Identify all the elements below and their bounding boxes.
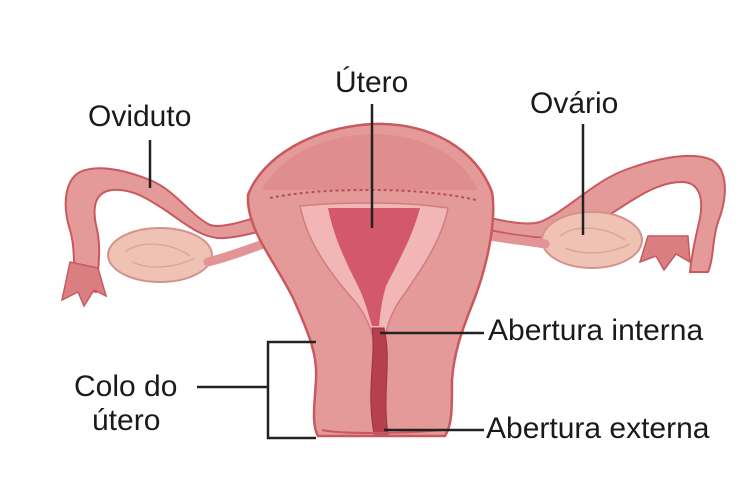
label-utero: Útero [335, 66, 408, 100]
left-fimbriae [62, 262, 106, 306]
colo-bracket [268, 342, 316, 438]
label-ovario: Ovário [530, 87, 618, 121]
label-abertura-externa: Abertura externa [486, 412, 709, 446]
label-oviduto: Oviduto [88, 100, 191, 134]
left-ovary [108, 228, 212, 282]
right-ovary [542, 212, 642, 268]
right-fimbriae [640, 236, 690, 270]
label-abertura-interna: Abertura interna [488, 314, 703, 348]
label-colo-line1: Colo do [74, 370, 177, 404]
cervical-canal [371, 328, 388, 434]
label-colo-line2: útero [92, 404, 160, 438]
